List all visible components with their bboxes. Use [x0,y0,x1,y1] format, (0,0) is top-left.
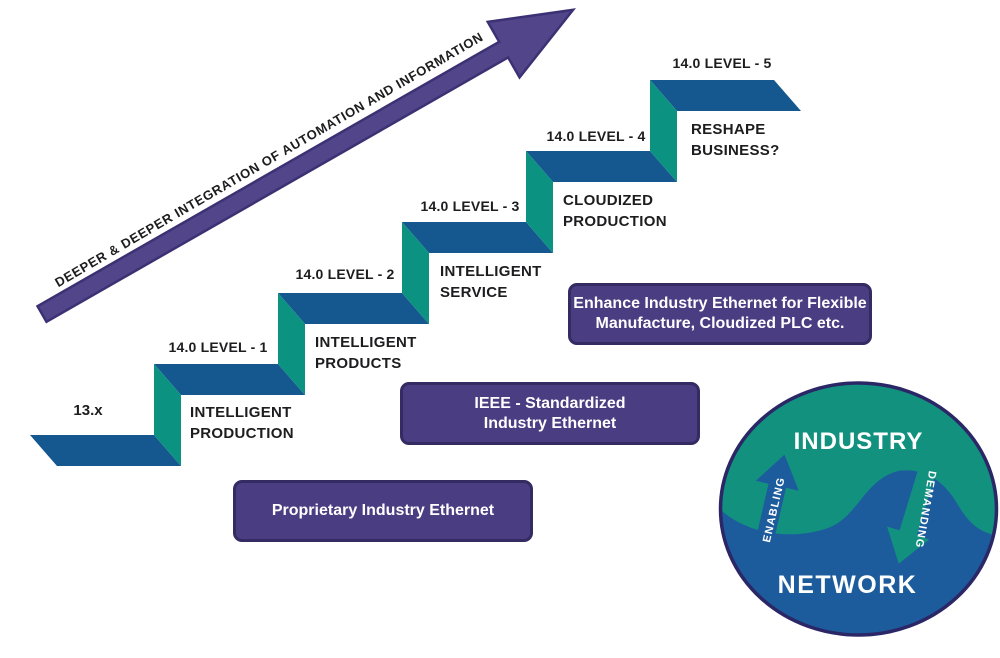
step-label-level-2: 14.0 LEVEL - 2 [295,266,395,282]
box-enhanced-ethernet: Enhance Industry Ethernet for Flexible M… [568,283,872,345]
step-desc-level-1: INTELLIGENT PRODUCTION [190,402,294,444]
demanding-arrow-shape [887,465,937,564]
step-label-13x: 13.x [73,402,103,419]
integration-arrow [35,8,576,324]
step-desc-line: CLOUDIZED [563,192,654,209]
step-desc-level-3: INTELLIGENT SERVICE [440,261,542,303]
step-label-level-3: 14.0 LEVEL - 3 [420,198,520,214]
circle-industry-half [720,383,997,536]
box-ieee-ethernet: IEEE - Standardized Industry Ethernet [400,382,700,445]
stair-tread-4 [526,151,677,182]
step-label-level-5: 14.0 LEVEL - 5 [672,55,772,71]
circle-network-label: NETWORK [777,571,918,599]
stair-riser-1 [154,364,181,466]
stair-tread-1 [154,364,305,395]
step-desc-line: PRODUCTS [315,355,402,372]
box-line: Manufacture, Cloudized PLC etc. [595,315,845,332]
step-desc-line: PRODUCTION [190,425,294,442]
box-line: Enhance Industry Ethernet for Flexible [573,295,867,312]
stair-riser-5 [650,80,677,182]
box-line: IEEE - Standardized [474,394,626,412]
step-desc-line: SERVICE [440,284,508,301]
stair-riser-4 [526,151,553,253]
step-desc-line: INTELLIGENT [315,334,417,351]
step-desc-line: INTELLIGENT [190,404,292,421]
enabling-arrow-shape [753,454,799,555]
step-label-level-4: 14.0 LEVEL - 4 [546,128,646,144]
step-desc-level-5: RESHAPE BUSINESS? [691,119,780,161]
box-line: Industry Ethernet [483,414,617,432]
stair-tread-0 [30,435,181,466]
step-desc-level-2: INTELLIGENT PRODUCTS [315,332,417,374]
stair-riser-2 [278,293,305,395]
stair-tread-3 [402,222,553,253]
step-desc-line: PRODUCTION [563,213,667,230]
stair-tread-2 [278,293,429,324]
staircase [30,80,801,466]
step-desc-line: RESHAPE [691,121,766,138]
step-desc-line: BUSINESS? [691,142,780,159]
integration-arrow-shape [35,8,576,324]
step-label-level-1: 14.0 LEVEL - 1 [168,339,268,355]
industry-network-circle [718,381,999,637]
box-line: Proprietary Industry Ethernet [271,502,495,519]
box-proprietary-ethernet: Proprietary Industry Ethernet [233,480,533,542]
step-desc-level-4: CLOUDIZED PRODUCTION [563,190,667,232]
stair-riser-3 [402,222,429,324]
circle-industry-label: INDUSTRY [793,428,924,455]
stair-tread-5 [650,80,801,111]
step-desc-line: INTELLIGENT [440,263,542,280]
circle-border [718,381,999,637]
demanding-arrow [887,465,937,564]
enabling-arrow [753,454,799,555]
